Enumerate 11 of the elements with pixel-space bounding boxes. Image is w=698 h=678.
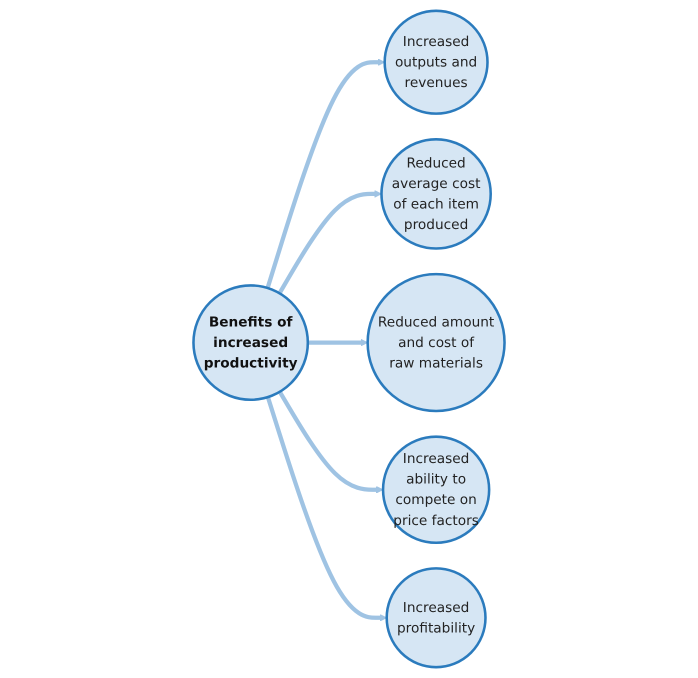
arrow — [308, 338, 368, 346]
node-circle: Increased ability to compete on price factors — [382, 435, 490, 544]
arrow — [278, 190, 382, 294]
arrow — [266, 58, 386, 289]
node-circle: Reduced average cost of each item produced — [380, 138, 492, 250]
arrow — [266, 396, 388, 622]
arrow — [278, 390, 384, 494]
node-circle: Benefits of increased productivity — [192, 284, 310, 402]
node-circle: Increased profitability — [385, 567, 487, 668]
node-circle: Increased outputs and revenues — [383, 10, 489, 115]
node-circle: Reduced amount and cost of raw materials — [366, 272, 506, 412]
